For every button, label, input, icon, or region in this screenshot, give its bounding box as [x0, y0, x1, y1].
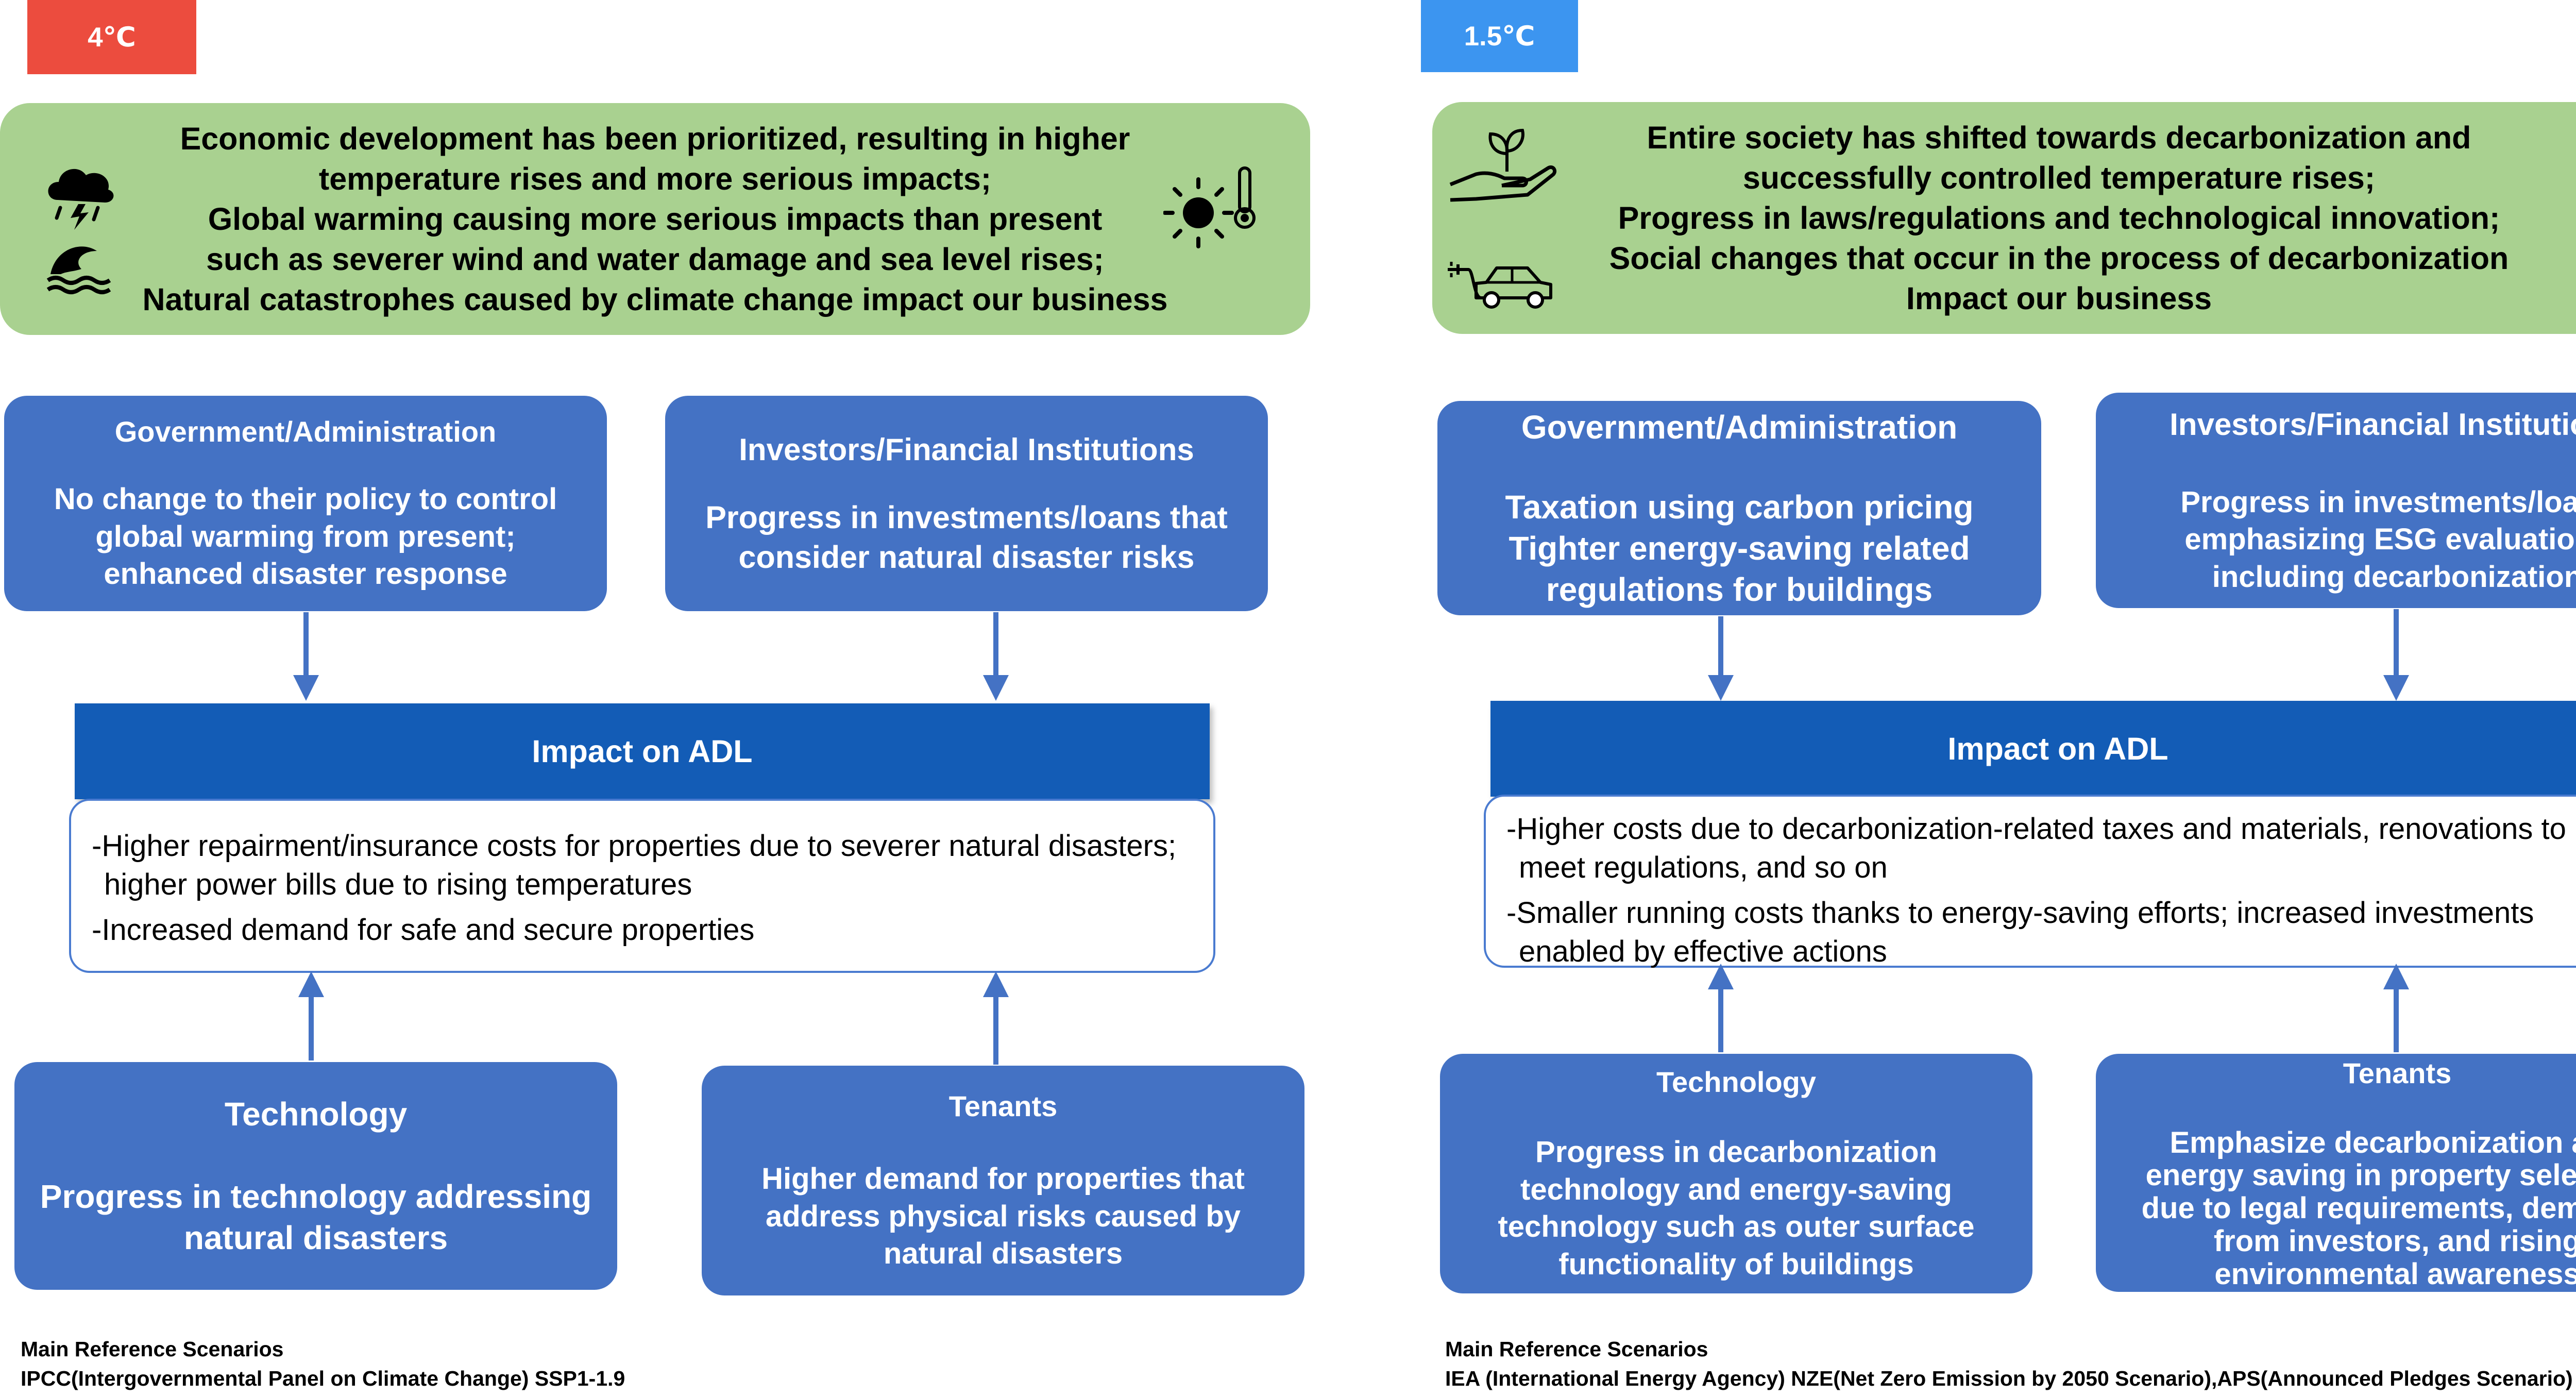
sun-thermometer-icon [1163, 166, 1256, 248]
banner-line: Progress in laws/regulations and technol… [1618, 200, 2500, 235]
reference-text: IPCC(Intergovernmental Panel on Climate … [21, 1367, 625, 1391]
card-title: Tenants [948, 1090, 1058, 1123]
scenario-tag-1-5c: 1.5℃ [1421, 0, 1578, 72]
card-title: Tenants [2343, 1056, 2452, 1089]
technology-card-4c: Technology Progress in technology addres… [14, 1062, 617, 1290]
card-body: Taxation using carbon pricing Tighter en… [1505, 488, 1974, 608]
reference-scenarios-1-5c: Main Reference Scenarios IEA (Internatio… [1445, 1335, 2573, 1394]
storm-cloud-icon [48, 169, 114, 230]
card-body: Progress in investments/loans that consi… [705, 500, 1228, 575]
government-card-4c: Government/Administration No change to t… [4, 396, 607, 611]
reference-scenarios-4c: Main Reference Scenarios IPCC(Intergover… [21, 1335, 625, 1394]
plant-in-hand-icon [1449, 128, 1556, 202]
card-title: Investors/Financial Institutions [739, 432, 1194, 467]
impact-header-4c: Impact on ADL [75, 703, 1210, 799]
banner-line: such as severer wind and water damage an… [206, 242, 1104, 277]
card-body: Progress in investments/loans emphasizin… [2180, 485, 2576, 594]
impact-item: -Increased demand for safe and secure pr… [92, 913, 755, 947]
scenario-tag-4c: 4℃ [27, 0, 196, 74]
card-title: Technology [224, 1096, 408, 1133]
banner-line: Natural catastrophes caused by climate c… [142, 282, 1168, 317]
government-card-1-5c: Government/Administration Taxation using… [1437, 401, 2041, 615]
card-title: Investors/Financial Institutions [2170, 407, 2576, 442]
wave-icon [46, 246, 111, 294]
investors-card-1-5c: Investors/Financial Institutions Progres… [2096, 393, 2576, 608]
scenario-summary-banner-4c: Economic development has been prioritize… [0, 103, 1310, 335]
tenants-card-4c: Tenants Higher demand for properties tha… [702, 1066, 1304, 1295]
banner-line: temperature rises and more serious impac… [318, 161, 992, 196]
card-title: Technology [1656, 1066, 1817, 1098]
card-body: Progress in decarbonization technology a… [1498, 1135, 1975, 1281]
investors-card-4c: Investors/Financial Institutions Progres… [665, 396, 1268, 611]
banner-line: successfully controlled temperature rise… [1742, 160, 2376, 195]
card-body: Progress in technology addressing natura… [40, 1178, 592, 1256]
card-body: Higher demand for properties that addres… [761, 1162, 1245, 1271]
banner-line: Economic development has been prioritize… [180, 121, 1130, 156]
banner-line: Global warming causing more serious impa… [208, 201, 1103, 237]
reference-title: Main Reference Scenarios [21, 1337, 284, 1361]
banner-line: Impact our business [1906, 281, 2212, 316]
impact-header-1-5c: Impact on ADL [1490, 701, 2576, 797]
scenario-summary-banner-1-5c: Entire society has shifted towards decar… [1432, 102, 2576, 334]
card-body: Emphasize decarbonization and energy sav… [2141, 1125, 2576, 1291]
banner-line: Entire society has shifted towards decar… [1647, 120, 2471, 155]
impact-item: -Higher repairment/insurance costs for p… [92, 829, 1177, 902]
reference-text: IEA (International Energy Agency) NZE(Ne… [1445, 1367, 2573, 1391]
impact-details-4c: -Higher repairment/insurance costs for p… [69, 799, 1215, 973]
card-title: Government/Administration [1521, 408, 1958, 446]
impact-details-1-5c: -Higher costs due to decarbonization-rel… [1484, 795, 2576, 968]
card-body: No change to their policy to control glo… [54, 482, 557, 591]
electric-car-icon [1448, 262, 1552, 309]
reference-title: Main Reference Scenarios [1445, 1337, 1708, 1361]
impact-item: -Higher costs due to decarbonization-rel… [1506, 812, 2566, 885]
banner-line: Social changes that occur in the process… [1609, 241, 2509, 276]
impact-item: -Smaller running costs thanks to energy-… [1506, 896, 2534, 969]
tenants-card-1-5c: Tenants Emphasize decarbonization and en… [2096, 1054, 2576, 1292]
technology-card-1-5c: Technology Progress in decarbonization t… [1440, 1054, 2032, 1293]
card-title: Government/Administration [114, 415, 497, 448]
